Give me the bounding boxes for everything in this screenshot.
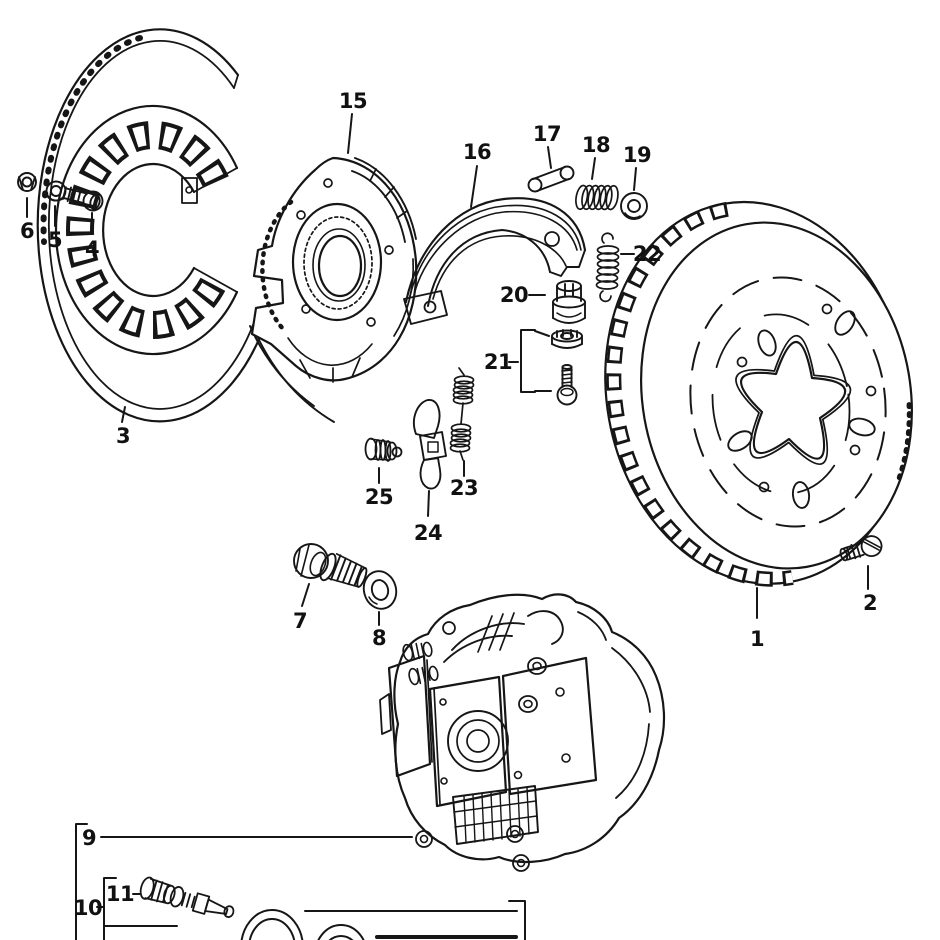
splash-shield-drawing <box>36 28 335 423</box>
label-backing-plate: 15 <box>338 89 368 113</box>
adjusting-set-drawing <box>551 329 583 406</box>
bleeder-valve-drawing <box>139 876 235 918</box>
adjusting-sleeve-drawing <box>364 437 403 462</box>
brake-shoe-drawing <box>403 197 587 325</box>
label-hex-bolt-small: 4 <box>84 237 100 261</box>
retaining-pin-drawing <box>527 165 575 193</box>
label-expander: 20 <box>499 283 529 307</box>
lower-return-spring-drawing <box>449 367 475 461</box>
label-repair-kit: 10 <box>73 896 103 920</box>
operating-lever-drawing <box>412 399 447 490</box>
label-splash-shield: 3 <box>115 424 131 448</box>
label-brake-caliper: 9 <box>81 826 97 850</box>
label-washer: 8 <box>371 626 387 650</box>
label-retaining-pin: 17 <box>532 122 562 146</box>
brake-disc-drawing <box>604 200 913 587</box>
seal-ring-drawing <box>240 909 304 940</box>
brake-caliper-drawing <box>379 593 666 872</box>
hex-nut-drawing <box>17 172 37 192</box>
label-spring-cup: 19 <box>622 143 652 167</box>
spring-cup-drawing <box>620 192 648 220</box>
disc-screw-drawing <box>839 535 883 562</box>
washer-drawing <box>362 570 398 610</box>
label-countersunk-screw: 2 <box>862 591 878 615</box>
label-brake-shoe: 16 <box>462 140 492 164</box>
label-return-spring-lower: 23 <box>449 476 479 500</box>
label-caliper-bolt: 7 <box>292 609 308 633</box>
label-adjusting-set: 21 <box>483 350 513 374</box>
label-adjusting-sleeve: 25 <box>364 485 394 509</box>
upper-return-spring-drawing <box>595 232 620 303</box>
label-compression-spring: 18 <box>581 133 611 157</box>
small-bolt-drawing <box>62 186 104 212</box>
piston-drawing <box>317 924 365 940</box>
expander-drawing <box>552 280 586 324</box>
label-brake-disc: 1 <box>749 627 765 651</box>
label-bleeder-valve: 11 <box>105 882 135 906</box>
leader-lines <box>26 113 869 940</box>
label-operating-lever: 24 <box>413 521 443 545</box>
label-return-spring-upper: 22 <box>632 242 662 266</box>
backing-plate-drawing <box>250 156 418 383</box>
compression-spring-drawing <box>575 184 619 211</box>
caliper-bolt-drawing <box>293 543 368 588</box>
label-lock-washer: 5 <box>47 228 63 252</box>
label-hex-nut: 6 <box>19 219 35 243</box>
